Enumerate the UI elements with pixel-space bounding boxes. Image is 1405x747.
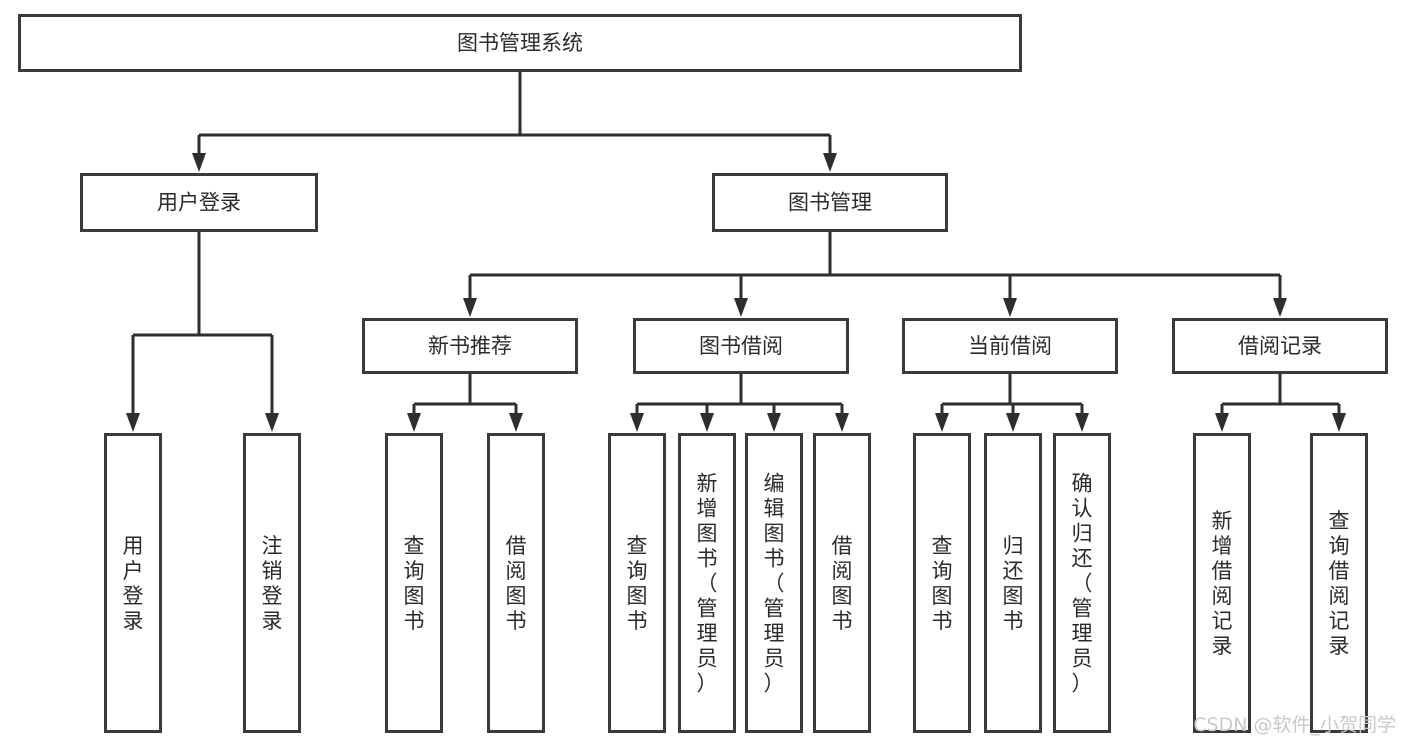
node-leaf-user-login[interactable]: 用户登录: [104, 433, 162, 733]
node-leaf-borrow-book[interactable]: 借阅图书: [813, 433, 871, 733]
node-leaf-borrow-book-recommend[interactable]: 借阅图书: [487, 433, 545, 733]
node-label-root: 图书管理系统: [457, 31, 583, 55]
node-label-leaf-confirm-return-admin: 确认归还（管理员）: [1072, 472, 1093, 696]
arrow-head-icon: [1075, 413, 1089, 432]
node-label-user-login: 用户登录: [157, 191, 241, 215]
node-box-leaf-confirm-return-admin[interactable]: [1053, 433, 1111, 733]
arrow-head-icon: [126, 413, 140, 432]
node-box-leaf-query-borrow-record[interactable]: [1310, 433, 1368, 733]
node-label-leaf-query-book-recommend: 查询图书: [404, 534, 425, 633]
node-leaf-query-book-recommend[interactable]: 查询图书: [385, 433, 443, 733]
connector-user-login: [126, 232, 279, 432]
node-current-borrow[interactable]: 当前借阅: [902, 318, 1118, 374]
node-box-leaf-borrow-book-recommend[interactable]: [487, 433, 545, 733]
arrow-head-icon: [767, 413, 781, 432]
node-label-leaf-user-login: 用户登录: [123, 534, 144, 633]
node-box-leaf-add-book-admin[interactable]: [678, 433, 736, 733]
arrow-head-icon: [1273, 298, 1287, 317]
node-box-leaf-add-borrow-record[interactable]: [1193, 433, 1251, 733]
connector-layer: [126, 72, 1346, 432]
arrow-head-icon: [630, 413, 644, 432]
arrow-head-icon: [463, 298, 477, 317]
node-label-book-borrow: 图书借阅: [699, 334, 783, 358]
node-box-book-borrow[interactable]: [633, 318, 849, 374]
node-label-current-borrow: 当前借阅: [968, 334, 1052, 358]
node-label-leaf-borrow-book-recommend: 借阅图书: [506, 534, 527, 633]
node-new-book-recommend[interactable]: 新书推荐: [362, 318, 578, 374]
arrow-head-icon: [407, 413, 421, 432]
node-leaf-edit-book-admin[interactable]: 编辑图书（管理员）: [745, 433, 803, 733]
arrow-head-icon: [835, 413, 849, 432]
node-leaf-confirm-return-admin[interactable]: 确认归还（管理员）: [1053, 433, 1111, 733]
node-leaf-user-logout[interactable]: 注销登录: [243, 433, 301, 733]
node-root[interactable]: 图书管理系统: [18, 14, 1022, 72]
node-book-borrow[interactable]: 图书借阅: [633, 318, 849, 374]
node-leaf-add-borrow-record[interactable]: 新增借阅记录: [1193, 433, 1251, 733]
node-label-borrow-record: 借阅记录: [1238, 334, 1322, 358]
arrow-head-icon: [1006, 413, 1020, 432]
node-label-leaf-query-book-borrow: 查询图书: [627, 534, 648, 633]
node-box-leaf-user-login[interactable]: [104, 433, 162, 733]
csdn-watermark: CSDN @软件_小贺同学: [1193, 714, 1396, 736]
arrow-head-icon: [265, 413, 279, 432]
node-box-leaf-return-book[interactable]: [984, 433, 1042, 733]
node-box-root[interactable]: [18, 14, 1022, 72]
node-label-leaf-edit-book-admin: 编辑图书（管理员）: [764, 472, 785, 696]
arrow-head-icon: [1332, 413, 1346, 432]
arrow-head-icon: [1215, 413, 1229, 432]
connector-borrow-record: [1215, 374, 1346, 432]
node-label-leaf-query-book-current: 查询图书: [932, 534, 953, 633]
node-box-leaf-query-book-current[interactable]: [913, 433, 971, 733]
arrow-head-icon: [734, 298, 748, 317]
node-book-management[interactable]: 图书管理: [712, 173, 948, 232]
connector-current-borrow: [935, 374, 1089, 432]
node-label-new-book-recommend: 新书推荐: [428, 334, 512, 358]
arrow-head-icon: [823, 153, 837, 172]
node-leaf-add-book-admin[interactable]: 新增图书（管理员）: [678, 433, 736, 733]
arrow-head-icon: [1003, 298, 1017, 317]
node-box-current-borrow[interactable]: [902, 318, 1118, 374]
node-box-new-book-recommend[interactable]: [362, 318, 578, 374]
node-borrow-record[interactable]: 借阅记录: [1172, 318, 1388, 374]
node-label-leaf-return-book: 归还图书: [1003, 534, 1024, 633]
node-leaf-query-book-borrow[interactable]: 查询图书: [608, 433, 666, 733]
arrow-head-icon: [509, 413, 523, 432]
node-box-leaf-edit-book-admin[interactable]: [745, 433, 803, 733]
node-box-borrow-record[interactable]: [1172, 318, 1388, 374]
node-label-leaf-add-borrow-record: 新增借阅记录: [1212, 509, 1233, 658]
node-leaf-return-book[interactable]: 归还图书: [984, 433, 1042, 733]
node-label-leaf-query-borrow-record: 查询借阅记录: [1329, 509, 1350, 658]
node-box-user-login[interactable]: [80, 173, 318, 232]
arrow-head-icon: [700, 413, 714, 432]
node-box-leaf-query-book-recommend[interactable]: [385, 433, 443, 733]
node-leaf-query-borrow-record[interactable]: 查询借阅记录: [1310, 433, 1368, 733]
node-box-book-management[interactable]: [712, 173, 948, 232]
arrow-head-icon: [935, 413, 949, 432]
connector-book-management: [463, 232, 1287, 317]
node-label-book-management: 图书管理: [788, 191, 872, 215]
node-box-leaf-query-book-borrow[interactable]: [608, 433, 666, 733]
node-user-login[interactable]: 用户登录: [80, 173, 318, 232]
connector-new-book-recommend: [407, 374, 523, 432]
arrow-head-icon: [192, 153, 206, 172]
node-box-leaf-user-logout[interactable]: [243, 433, 301, 733]
node-leaf-query-book-current[interactable]: 查询图书: [913, 433, 971, 733]
node-label-leaf-user-logout: 注销登录: [262, 534, 283, 633]
connector-book-borrow: [630, 374, 849, 432]
node-label-leaf-borrow-book: 借阅图书: [832, 534, 853, 633]
connector-root: [192, 72, 837, 172]
node-label-leaf-add-book-admin: 新增图书（管理员）: [697, 472, 718, 696]
node-box-leaf-borrow-book[interactable]: [813, 433, 871, 733]
node-layer: 图书管理系统用户登录图书管理新书推荐图书借阅当前借阅借阅记录用户登录注销登录查询…: [18, 14, 1388, 733]
